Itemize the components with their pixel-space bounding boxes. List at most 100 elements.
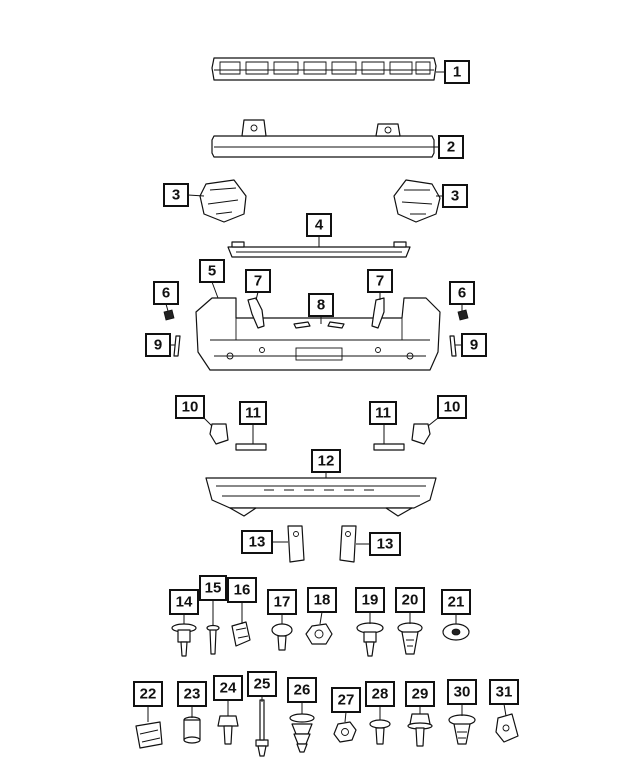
part-6-clip-left — [163, 309, 175, 321]
callout-label: 20 — [402, 592, 419, 609]
callout-9-right: 9 — [461, 333, 487, 357]
callout-label: 13 — [249, 534, 266, 551]
callout-18: 18 — [307, 587, 337, 613]
callout-28: 28 — [365, 681, 395, 707]
part-13-bracket-right — [339, 525, 357, 563]
callout-19: 19 — [355, 587, 385, 613]
callout-9-left: 9 — [145, 333, 171, 357]
callout-25: 25 — [247, 671, 277, 697]
part-3-bracket-right — [393, 179, 441, 223]
part-27-nut — [333, 721, 357, 743]
callout-label: 28 — [372, 686, 389, 703]
callout-label: 4 — [315, 217, 324, 234]
callout-label: 13 — [377, 536, 394, 553]
callout-16: 16 — [227, 577, 257, 603]
callout-3-right: 3 — [442, 184, 468, 208]
callout-label: 2 — [447, 139, 455, 156]
callout-22: 22 — [133, 681, 163, 707]
callout-11-right: 11 — [369, 401, 397, 425]
callout-6-right: 6 — [449, 281, 475, 305]
callout-label: 3 — [172, 187, 180, 204]
callout-label: 12 — [318, 453, 335, 470]
part-4-upper-support — [227, 241, 411, 258]
part-11-reflector-right — [373, 443, 405, 451]
callout-7-left: 7 — [245, 269, 271, 293]
callout-label: 9 — [154, 337, 162, 354]
callout-label: 14 — [176, 594, 193, 611]
part-3-bracket-left — [199, 179, 247, 223]
callout-label: 1 — [453, 64, 461, 81]
callout-label: 18 — [314, 592, 331, 609]
callout-label: 25 — [254, 676, 271, 693]
callout-label: 7 — [376, 273, 384, 290]
part-10-housing-right — [411, 423, 431, 445]
part-30-retainer — [448, 714, 476, 745]
callout-10-right: 10 — [437, 395, 467, 419]
callout-label: 31 — [496, 684, 513, 701]
part-22-clip-nut — [135, 721, 163, 749]
callout-30: 30 — [447, 679, 477, 705]
callout-label: 7 — [254, 273, 262, 290]
callout-6-left: 6 — [153, 281, 179, 305]
callout-21: 21 — [441, 589, 471, 615]
callout-label: 5 — [208, 263, 216, 280]
part-23-spacer — [183, 716, 201, 744]
callout-label: 21 — [448, 594, 465, 611]
part-13-bracket-left — [287, 525, 305, 563]
callout-4: 4 — [306, 213, 332, 237]
callout-label: 6 — [458, 285, 466, 302]
part-6-clip-right — [457, 309, 469, 321]
part-24-screw — [217, 715, 239, 745]
callout-7-right: 7 — [367, 269, 393, 293]
part-2-bumper-reinforcement — [211, 119, 435, 158]
part-29-bolt — [407, 713, 433, 747]
callout-12: 12 — [311, 449, 341, 473]
callout-14: 14 — [169, 589, 199, 615]
part-16-clip — [231, 621, 251, 647]
part-20-push-retainer — [397, 622, 423, 655]
callout-label: 9 — [470, 337, 478, 354]
callout-8: 8 — [308, 293, 334, 317]
callout-label: 17 — [274, 594, 291, 611]
part-21-grommet — [442, 623, 470, 641]
part-28-screw — [369, 719, 391, 745]
callout-31: 31 — [489, 679, 519, 705]
part-17-push-pin — [271, 623, 293, 651]
callout-29: 29 — [405, 681, 435, 707]
part-5-bumper-fascia — [195, 297, 441, 371]
callout-2: 2 — [438, 135, 464, 159]
callout-1: 1 — [444, 60, 470, 84]
part-19-retainer — [356, 622, 384, 657]
callout-label: 29 — [412, 686, 429, 703]
callout-13-left: 13 — [241, 530, 273, 554]
part-12-lower-fascia — [205, 477, 437, 517]
callout-label: 27 — [338, 692, 355, 709]
callout-label: 15 — [205, 580, 222, 597]
callout-5: 5 — [199, 259, 225, 283]
callout-label: 3 — [451, 188, 459, 205]
part-15-pin — [206, 624, 220, 655]
callout-10-left: 10 — [175, 395, 205, 419]
part-11-reflector-left — [235, 443, 267, 451]
callout-26: 26 — [287, 677, 317, 703]
callout-label: 24 — [220, 680, 237, 697]
callout-3-left: 3 — [163, 183, 189, 207]
part-9-strip-left — [173, 335, 181, 357]
callout-label: 22 — [140, 686, 157, 703]
callout-label: 6 — [162, 285, 170, 302]
callout-27: 27 — [331, 687, 361, 713]
callout-15: 15 — [199, 575, 227, 601]
part-18-nut — [305, 623, 333, 645]
callout-23: 23 — [177, 681, 207, 707]
callout-13-right: 13 — [369, 532, 401, 556]
part-26-fir-tree-clip — [289, 713, 315, 753]
callout-label: 30 — [454, 684, 471, 701]
part-14-bolt — [171, 623, 197, 657]
part-1-energy-absorber — [211, 57, 437, 81]
callout-24: 24 — [213, 675, 243, 701]
callout-17: 17 — [267, 589, 297, 615]
callout-label: 8 — [317, 297, 325, 314]
part-25-rivet — [255, 699, 269, 757]
part-8-pad — [293, 321, 345, 329]
